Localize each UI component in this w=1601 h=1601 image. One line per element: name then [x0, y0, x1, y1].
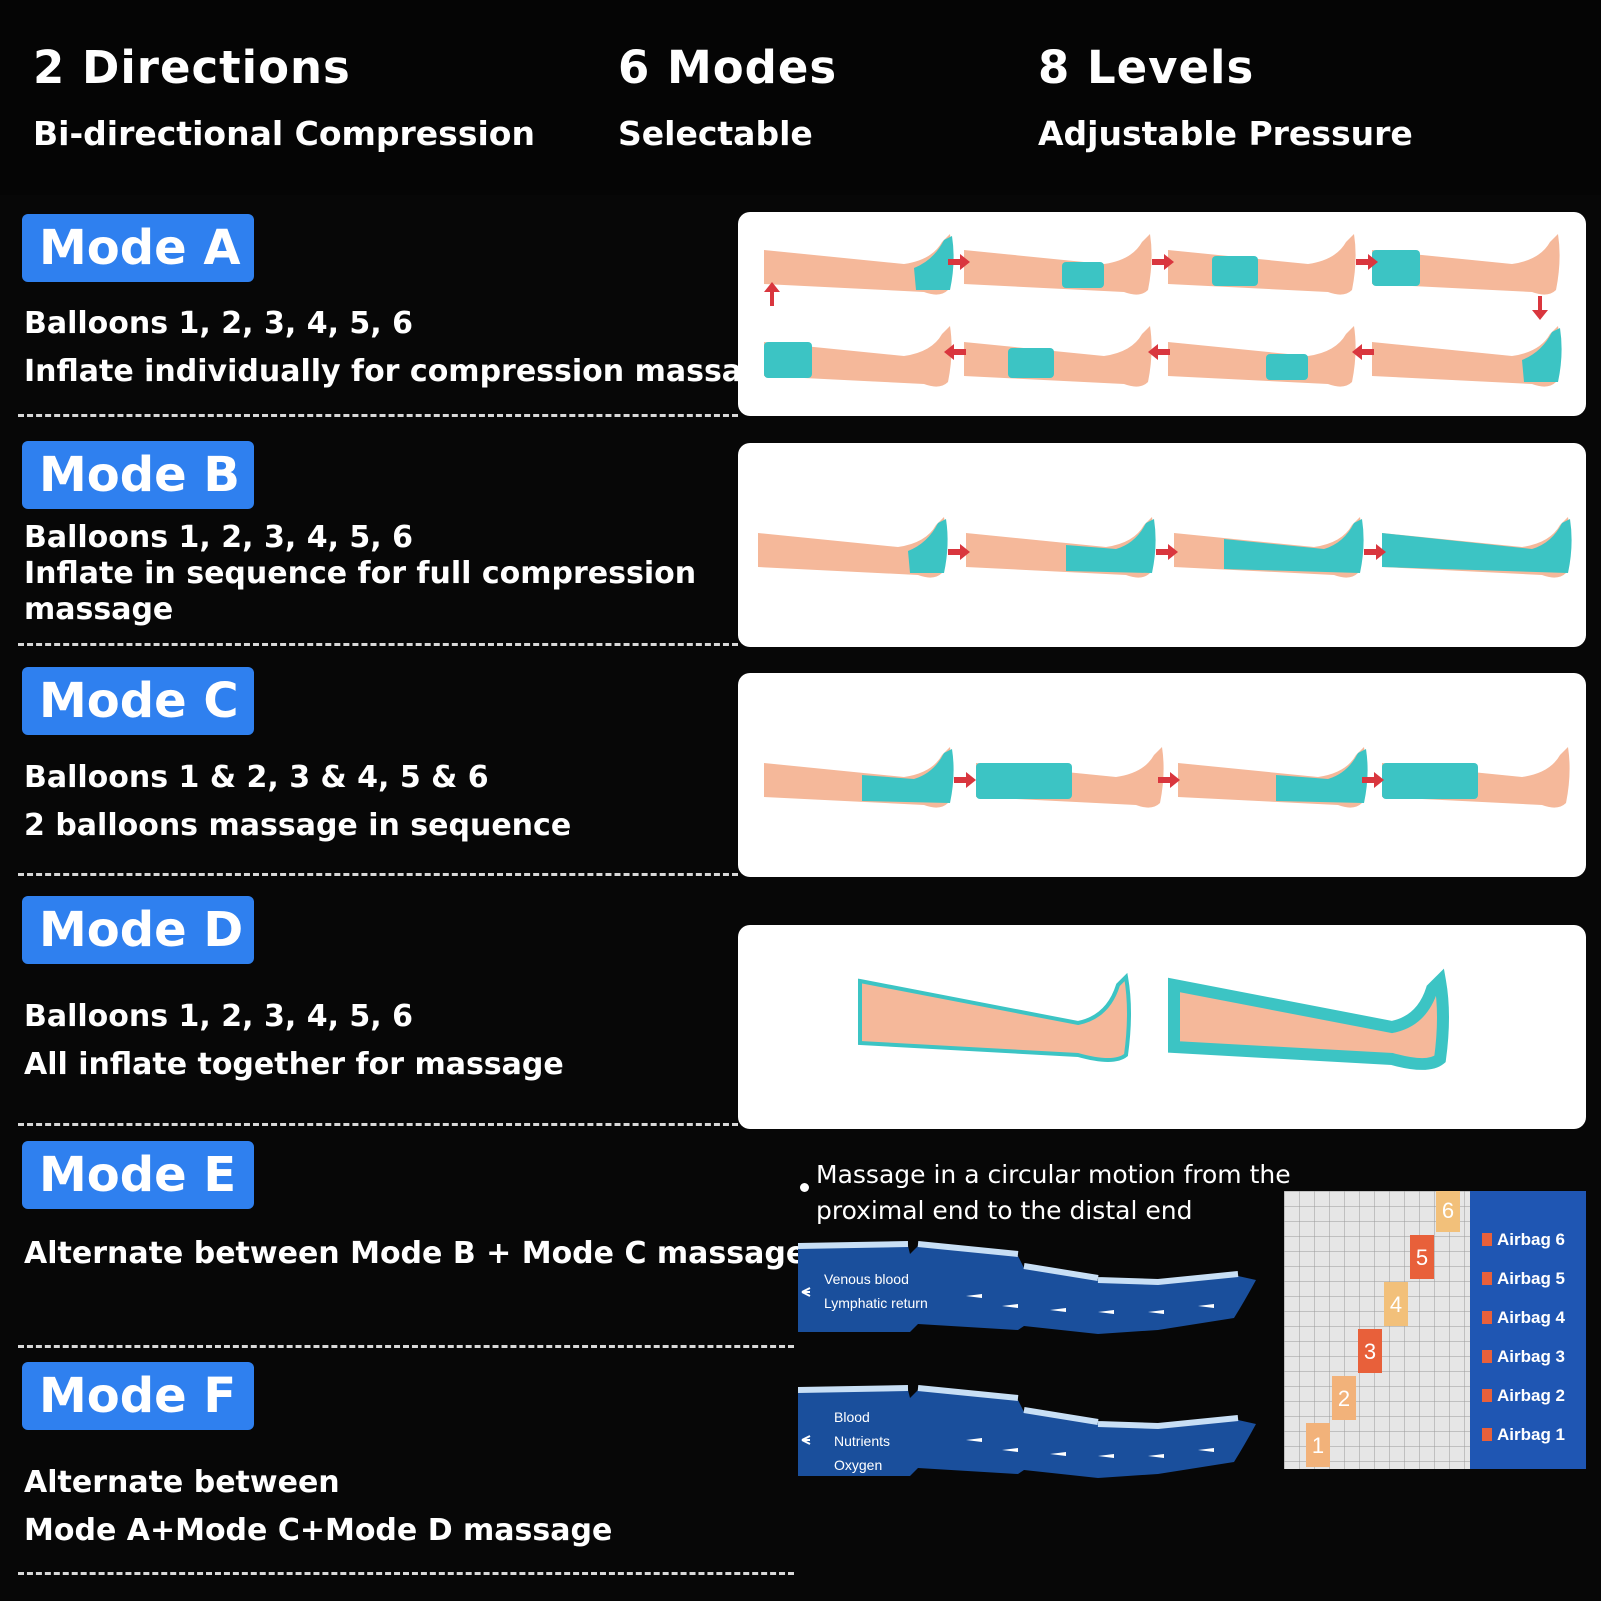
mode-d-divider	[18, 1123, 738, 1126]
feature-header: 2 Directions Bi-directional Compression …	[0, 0, 1601, 195]
leg-row-bottom	[764, 326, 1562, 387]
mode-b-badge: Mode B	[22, 441, 254, 509]
mode-c-line-2: 2 balloons massage in sequence	[24, 808, 572, 843]
legend-item: Airbag 1	[1497, 1425, 1565, 1444]
airbag-step-6	[1436, 1188, 1460, 1232]
mode-a-line-2: Inflate individually for compression mas…	[24, 354, 784, 389]
airbag-step-label: 2	[1338, 1386, 1350, 1411]
feature-subtitle: Adjustable Pressure	[1038, 114, 1413, 153]
feature-modes: 6 Modes Selectable	[618, 40, 837, 156]
mode-c-divider	[18, 873, 738, 876]
mode-a-divider	[18, 414, 738, 417]
mode-b-line-1: Balloons 1, 2, 3, 4, 5, 6	[24, 520, 414, 555]
circulation-caption-2: proximal end to the distal end	[816, 1196, 1193, 1225]
legend-swatch	[1482, 1350, 1492, 1363]
mode-a-legs-svg	[764, 234, 1562, 387]
mode-d-line-1: Balloons 1, 2, 3, 4, 5, 6	[24, 999, 414, 1034]
feature-title: 8 Levels	[1038, 41, 1255, 94]
venous-flow-diagram: Venous blood Lymphatic return	[798, 1241, 1256, 1334]
mode-e-divider	[18, 1345, 794, 1348]
mode-a-diagram	[738, 212, 1586, 416]
mode-b-line-2: Inflate in sequence for full compression	[24, 556, 697, 591]
airbag-step-label: 6	[1442, 1198, 1454, 1223]
mode-f-divider	[18, 1572, 794, 1575]
flow-label-lymphatic: Lymphatic return	[824, 1295, 928, 1311]
feature-title: 2 Directions	[33, 41, 351, 94]
mode-a-badge: Mode A	[22, 214, 254, 282]
mode-b-divider	[18, 643, 738, 646]
flow-label-nutrients: Nutrients	[834, 1433, 890, 1449]
airbag-step-3	[1358, 1329, 1382, 1373]
airbag-step-4	[1384, 1282, 1408, 1326]
legend-swatch	[1482, 1428, 1492, 1441]
legend-swatch	[1482, 1389, 1492, 1402]
feature-directions: 2 Directions Bi-directional Compression	[33, 40, 535, 156]
legend-swatch	[1482, 1233, 1492, 1246]
mode-f-line-1: Alternate between	[24, 1465, 340, 1500]
feature-subtitle: Bi-directional Compression	[33, 114, 535, 153]
mode-d-diagram	[738, 925, 1586, 1129]
airbag-step-5	[1410, 1235, 1434, 1279]
mode-c-diagram	[738, 673, 1586, 877]
mode-d-line-2: All inflate together for massage	[24, 1047, 564, 1082]
legend-item: Airbag 3	[1497, 1347, 1565, 1366]
mode-d-legs-svg	[858, 968, 1449, 1070]
mode-c-legs-svg	[764, 747, 1570, 808]
mode-f-line-2: Mode A+Mode C+Mode D massage	[24, 1513, 613, 1548]
legend-item: Airbag 2	[1497, 1386, 1565, 1405]
legend-swatch	[1482, 1311, 1492, 1324]
leg-row-top	[764, 234, 1560, 320]
mode-b-legs-svg	[758, 517, 1572, 578]
mode-b-line-3: massage	[24, 592, 174, 627]
legend-item: Airbag 5	[1497, 1269, 1565, 1288]
mode-c-badge: Mode C	[22, 667, 254, 735]
mode-d-badge: Mode D	[22, 896, 254, 964]
mode-c-line-1: Balloons 1 & 2, 3 & 4, 5 & 6	[24, 760, 489, 795]
legend-swatch	[1482, 1272, 1492, 1285]
flow-label-blood: Blood	[834, 1409, 870, 1425]
mode-f-badge: Mode F	[22, 1362, 254, 1430]
feature-levels: 8 Levels Adjustable Pressure	[1038, 40, 1413, 156]
caption-bullet	[800, 1183, 809, 1192]
airbag-step-label: 5	[1416, 1245, 1428, 1270]
legend-item: Airbag 6	[1497, 1230, 1565, 1249]
legend-item: Airbag 4	[1497, 1308, 1566, 1327]
mode-e-badge: Mode E	[22, 1141, 254, 1209]
mode-e-line-1: Alternate between Mode B + Mode C massag…	[24, 1236, 807, 1271]
airbag-step-1	[1306, 1423, 1330, 1467]
feature-subtitle: Selectable	[618, 114, 813, 153]
mode-b-diagram	[738, 443, 1586, 647]
circulation-caption-1: Massage in a circular motion from the	[816, 1160, 1291, 1189]
airbag-legend: Airbag 6 Airbag 5 Airbag 4 Airbag 3 Airbag 2…	[1482, 1230, 1566, 1444]
arterial-flow-diagram: Blood Nutrients Oxygen	[798, 1385, 1256, 1478]
airbag-step-2	[1332, 1376, 1356, 1420]
flow-label-venous: Venous blood	[824, 1271, 909, 1287]
airbag-step-label: 1	[1312, 1433, 1324, 1458]
airbag-step-label: 4	[1390, 1292, 1402, 1317]
flow-label-oxygen: Oxygen	[834, 1457, 882, 1473]
airbag-step-label: 3	[1364, 1339, 1376, 1364]
feature-title: 6 Modes	[618, 41, 838, 94]
mode-a-line-1: Balloons 1, 2, 3, 4, 5, 6	[24, 306, 414, 341]
